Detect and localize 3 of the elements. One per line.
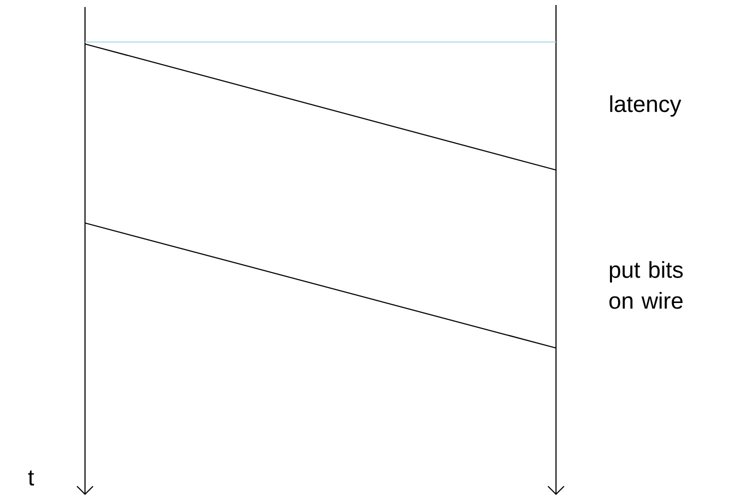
- axis-label: t: [28, 470, 34, 486]
- annotation-text: latency: [610, 95, 682, 117]
- annotation-text: put bits on wire: [609, 261, 683, 309]
